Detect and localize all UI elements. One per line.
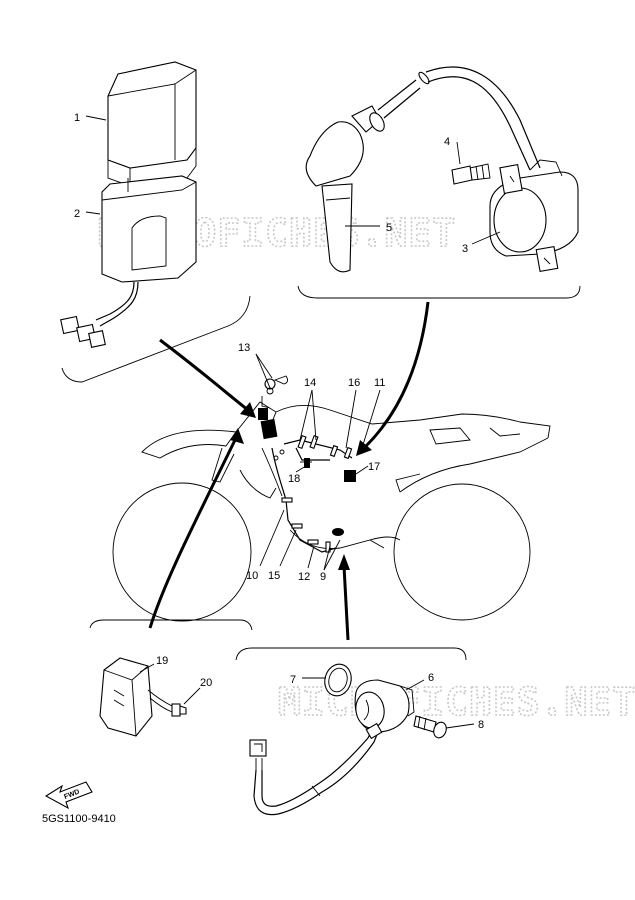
callout-3: 3: [462, 243, 468, 255]
callout-13: 13: [238, 342, 250, 354]
arrow-rectifier: [148, 437, 238, 629]
callout-16: 16: [348, 377, 360, 389]
switch-assembly-part: [249, 663, 447, 816]
callout-11: 11: [374, 377, 385, 389]
callout-12: 12: [298, 571, 310, 583]
callout-19: 19: [156, 655, 168, 667]
wire-harness: [258, 375, 356, 553]
group-bracket-switch: [235, 647, 467, 661]
arrow-switch: [342, 565, 350, 641]
group-bracket-coil: [297, 285, 581, 299]
group-bracket-cdi: [61, 295, 251, 383]
arrow-cdi: [159, 338, 249, 412]
callout-4: 4: [444, 136, 450, 148]
callout-20: 20: [200, 677, 212, 689]
motorcycle-outline: [112, 401, 551, 622]
callout-5: 5: [386, 222, 392, 234]
callout-9: 9: [320, 571, 326, 583]
arrow-coil: [364, 301, 430, 448]
callout-10: 10: [246, 570, 258, 582]
callout-17: 17: [368, 461, 380, 473]
part-code: 5GS1100-9410: [42, 813, 116, 825]
callout-1: 1: [74, 112, 80, 124]
cdi-unit-part: [60, 61, 197, 348]
callout-7: 7: [290, 674, 296, 686]
rectifier-part: [99, 657, 187, 737]
fwd-arrow-icon: FWD: [44, 781, 93, 810]
group-bracket-rectifier: [89, 619, 253, 631]
callout-8: 8: [478, 719, 484, 731]
callout-2: 2: [74, 208, 80, 220]
callout-14: 14: [304, 377, 316, 389]
callout-15: 15: [268, 570, 280, 582]
callout-18: 18: [288, 473, 300, 485]
callout-6: 6: [428, 672, 434, 684]
ignition-coil-part: [305, 66, 579, 273]
